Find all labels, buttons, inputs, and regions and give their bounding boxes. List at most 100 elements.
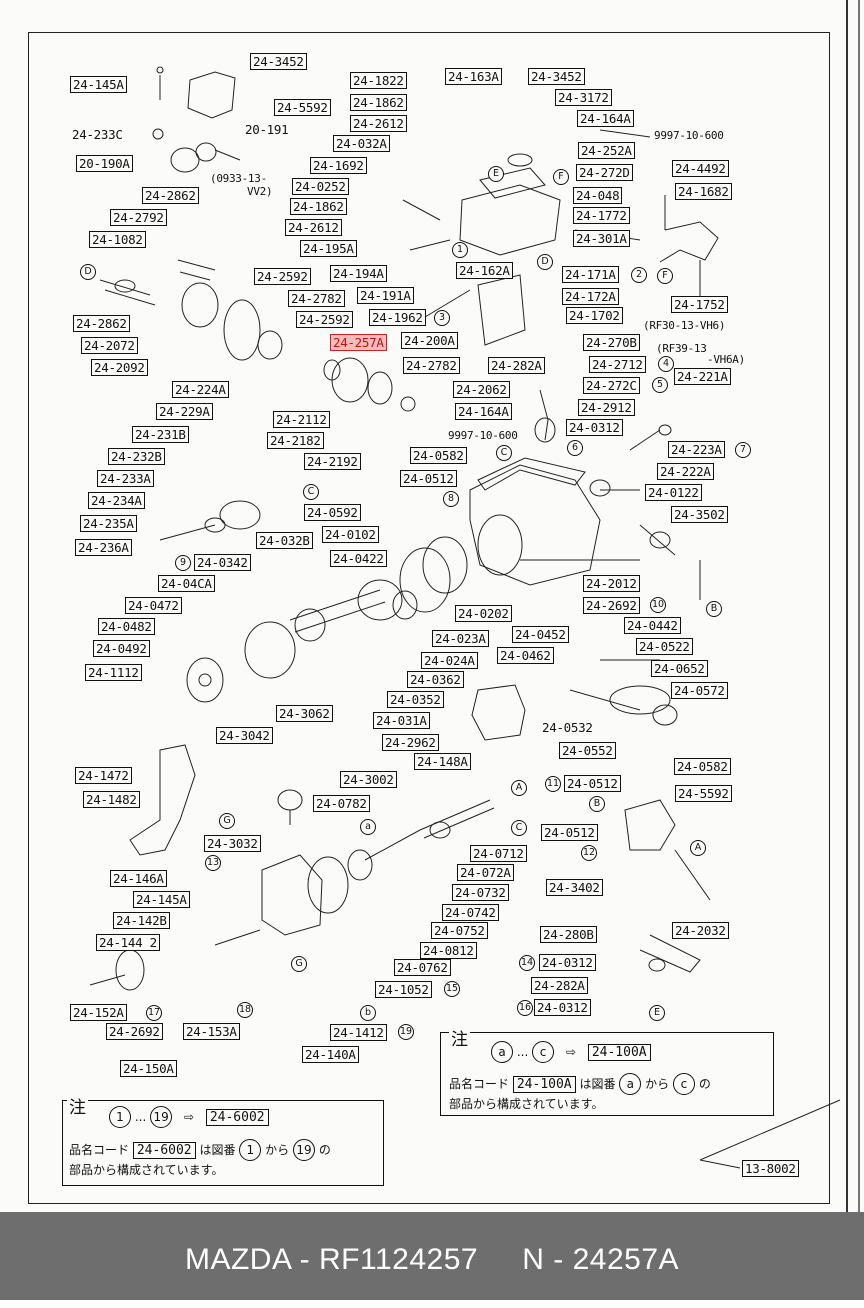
note-circle: a — [619, 1073, 642, 1095]
part-label: 24-0422 — [330, 550, 387, 567]
part-label: 24-0452 — [512, 626, 569, 643]
part-label: 24-231B — [132, 426, 189, 443]
page-edge — [858, 0, 860, 1212]
part-label: 24-023A — [432, 630, 489, 647]
note-text: 品名コード 24-100A は図番 a から c の — [449, 1073, 711, 1095]
part-label: 24-0512 — [400, 470, 457, 487]
part-label: 9997-10-600 — [654, 129, 724, 142]
part-label: 24-0532 — [542, 720, 593, 735]
separator: - — [290, 1243, 320, 1276]
note-text-part: の — [698, 1077, 711, 1091]
part-label: 24-224A — [172, 381, 229, 398]
part-label: 24-233C — [72, 127, 123, 142]
note-text-part: は図番 — [199, 1143, 236, 1157]
part-label: 24-194A — [330, 265, 387, 282]
part-label: 24-233A — [97, 470, 154, 487]
part-label: 24-1692 — [310, 157, 367, 174]
part-label: 24-0742 — [442, 904, 499, 921]
part-label: 24-072A — [457, 864, 514, 881]
note-circle: c — [532, 1041, 555, 1063]
note-text: 部品から構成されています。 — [69, 1163, 224, 1177]
part-label: 24-2862 — [142, 187, 199, 204]
part-label: 24-0752 — [431, 922, 488, 939]
note-text-part: から — [645, 1077, 670, 1091]
part-label: 24-145A — [133, 891, 190, 908]
note-circle: 1 — [239, 1139, 262, 1161]
note-circle: 1 — [109, 1106, 131, 1128]
part-label: 24-1482 — [83, 791, 140, 808]
part-label: 24-2192 — [304, 453, 361, 470]
part-label: 24-0352 — [387, 691, 444, 708]
part-label: 24-0582 — [410, 447, 467, 464]
part-footer-banner: MAZDA - RF1124257 N - 24257A — [0, 1212, 864, 1300]
part-label: 24-1862 — [290, 198, 347, 215]
part-label: 24-032A — [333, 135, 390, 152]
parts-diagram-sheet: 24-145A 24-3452 24-5592 24-233C 20-191 2… — [28, 0, 860, 1212]
part-label: 24-164A — [455, 403, 512, 420]
note-result: 24-100A — [587, 1044, 651, 1061]
part-label: 24-0122 — [645, 484, 702, 501]
part-label: 24-152A — [70, 1004, 127, 1021]
diagram-code: 24257A — [572, 1243, 680, 1276]
note-formula: a ... c ⇨ 24-100A — [491, 1041, 651, 1063]
note-text: 品名コード 24-6002 は図番 1 から 19 の — [69, 1139, 331, 1161]
part-label: 24-1112 — [85, 664, 142, 681]
connector-marker: D — [537, 254, 553, 270]
connector-marker: F — [553, 169, 569, 185]
part-label: 24-4492 — [672, 160, 729, 177]
part-label: 24-024A — [421, 652, 478, 669]
part-label: 24-2782 — [288, 290, 345, 307]
part-label: 24-222A — [657, 463, 714, 480]
part-label: 24-301A — [573, 230, 630, 247]
part-label: 24-0312 — [534, 999, 591, 1016]
part-label: 24-0812 — [420, 942, 477, 959]
part-label: 24-031A — [373, 712, 430, 729]
diagram-reference: 13-8002 — [742, 1160, 799, 1177]
part-label: 24-2792 — [110, 209, 167, 226]
part-label: 24-1752 — [671, 296, 728, 313]
part-label: 24-144 2 — [96, 934, 160, 951]
part-label: 24-282A — [488, 357, 545, 374]
part-label: 24-162A — [456, 262, 513, 279]
part-label: 24-1082 — [89, 231, 146, 248]
part-label: 24-191A — [357, 287, 414, 304]
note-text-part: の — [318, 1143, 331, 1157]
bracket-part — [187, 71, 236, 119]
part-label: 24-234A — [88, 492, 145, 509]
part-label: 24-2092 — [91, 359, 148, 376]
part-label: 24-1412 — [330, 1024, 387, 1041]
part-label: 24-1772 — [573, 207, 630, 224]
part-label: 24-3032 — [204, 835, 261, 852]
connector-marker: B — [706, 601, 722, 617]
part-label: 24-0462 — [497, 647, 554, 664]
part-label: 24-2962 — [382, 734, 439, 751]
part-label: 24-272D — [576, 164, 633, 181]
note-code: 24-100A — [512, 1076, 576, 1093]
part-label: 24-0572 — [671, 682, 728, 699]
part-label: 24-0762 — [394, 959, 451, 976]
part-label: 24-0522 — [636, 638, 693, 655]
part-number: RF1124257 — [319, 1243, 479, 1276]
note-text-part: 品名コード — [69, 1143, 130, 1157]
note-circle: c — [672, 1073, 695, 1095]
part-label: 24-270B — [583, 334, 640, 351]
note-text-part: から — [265, 1143, 290, 1157]
part-label: 24-200A — [401, 332, 458, 349]
part-label: 24-048 — [573, 187, 623, 204]
part-label: 24-1682 — [675, 183, 732, 200]
part-label: VV2) — [247, 185, 273, 198]
housing-part — [459, 184, 561, 256]
part-label: 24-2012 — [583, 575, 640, 592]
index-marker: 10 — [650, 597, 666, 613]
note-text-part: 品名コード — [449, 1077, 510, 1091]
part-label: 24-2612 — [350, 115, 407, 132]
part-label: 24-221A — [674, 368, 731, 385]
assembly-note-left: 注 1 ... 19 ⇨ 24-6002 品名コード 24-6002 は図番 1… — [62, 1093, 384, 1186]
connector-marker: b — [360, 1005, 376, 1021]
part-label: 24-171A — [562, 266, 619, 283]
part-label: 24-0782 — [313, 795, 370, 812]
connector-marker: a — [360, 819, 376, 835]
part-label: 24-1472 — [75, 767, 132, 784]
separator: N - — [478, 1243, 573, 1276]
part-label: 24-153A — [183, 1023, 240, 1040]
